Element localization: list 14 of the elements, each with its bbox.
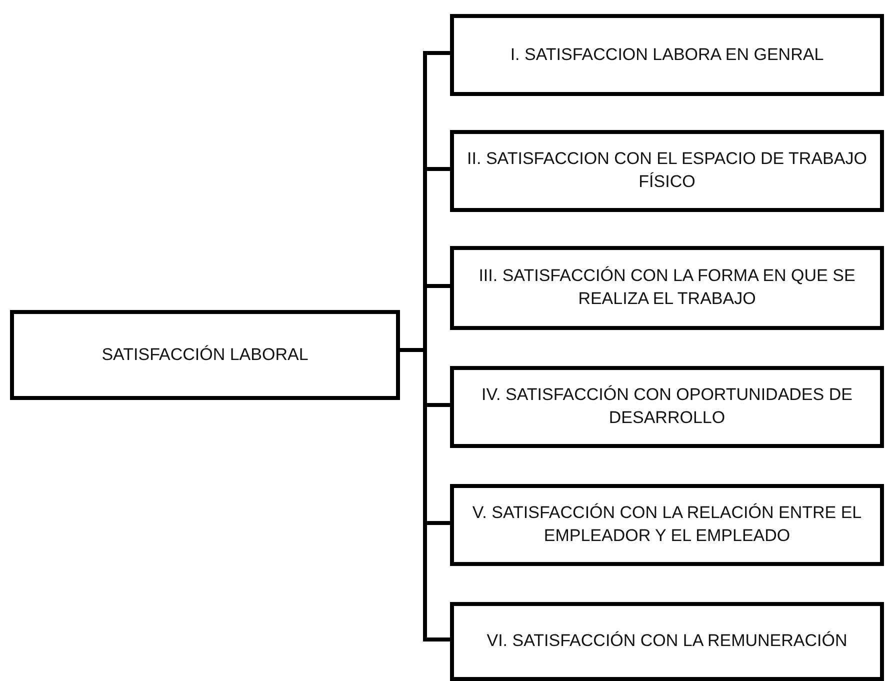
box-label: VI. SATISFACCIÓN CON LA REMUNERACIÓN xyxy=(486,630,848,652)
root-box xyxy=(10,310,400,400)
category-box xyxy=(450,484,884,566)
box-label: II. SATISFACCION CON EL ESPACIO DE TRABAJO FÍSICO xyxy=(466,148,868,193)
category-box xyxy=(450,366,884,448)
box-label: III. SATISFACCIÓN CON LA FORMA EN QUE SE REALIZA EL TRABAJO xyxy=(478,265,856,310)
category-box xyxy=(450,130,884,212)
box-label: SATISFACCIÓN LABORAL xyxy=(102,344,308,366)
box-label: IV. SATISFACCIÓN CON OPORTUNIDADES DE DESARROLLO xyxy=(480,384,854,429)
category-box xyxy=(450,14,884,96)
category-box xyxy=(450,246,884,330)
box-label: V. SATISFACCIÓN CON LA RELACIÓN ENTRE EL EMPLEADOR Y EL EMPLEADO xyxy=(471,502,863,547)
box-label: I. SATISFACCION LABORA EN GENRAL xyxy=(510,44,824,66)
category-box xyxy=(450,602,884,681)
